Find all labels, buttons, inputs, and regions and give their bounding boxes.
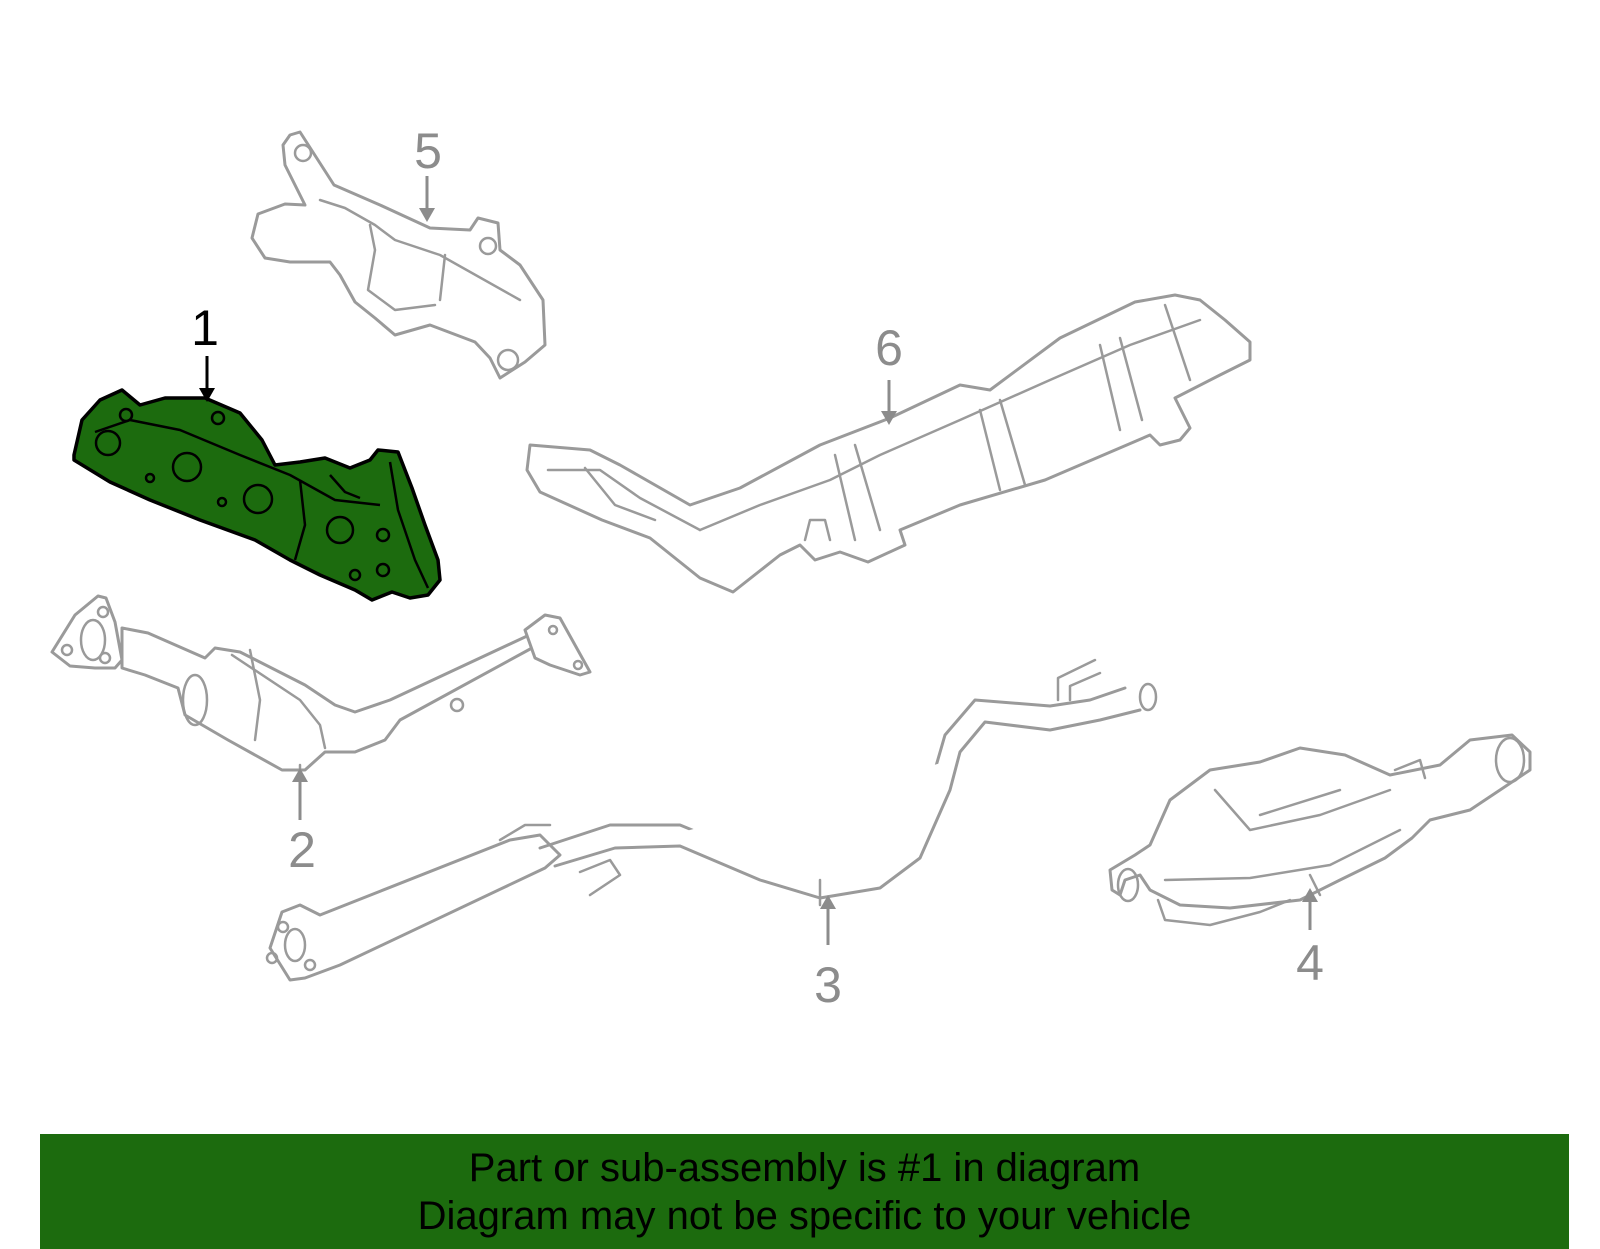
part-1-exhaust-manifold[interactable] bbox=[72, 388, 442, 602]
part-6-heat-shield[interactable] bbox=[525, 293, 1252, 594]
banner-line-2: Diagram may not be specific to your vehi… bbox=[417, 1194, 1192, 1238]
callout-number-4: 4 bbox=[1296, 935, 1324, 991]
callout-arrows bbox=[199, 176, 1318, 945]
manifold-body bbox=[72, 388, 442, 602]
info-banner: Part or sub-assembly is #1 in diagram Di… bbox=[40, 1134, 1569, 1249]
callout-number-3: 3 bbox=[814, 957, 842, 1013]
callout-number-6: 6 bbox=[875, 320, 903, 376]
banner-line-1: Part or sub-assembly is #1 in diagram bbox=[468, 1146, 1141, 1190]
part-3-intermediate-pipe[interactable] bbox=[265, 658, 1158, 982]
part-4-muffler[interactable] bbox=[1108, 733, 1532, 927]
callout-number-1: 1 bbox=[191, 300, 219, 356]
part-5-heat-shield[interactable] bbox=[250, 130, 547, 380]
callout-number-2: 2 bbox=[288, 822, 316, 878]
callout-number-5: 5 bbox=[414, 123, 442, 179]
part-2-converter-pipe[interactable] bbox=[50, 594, 592, 792]
